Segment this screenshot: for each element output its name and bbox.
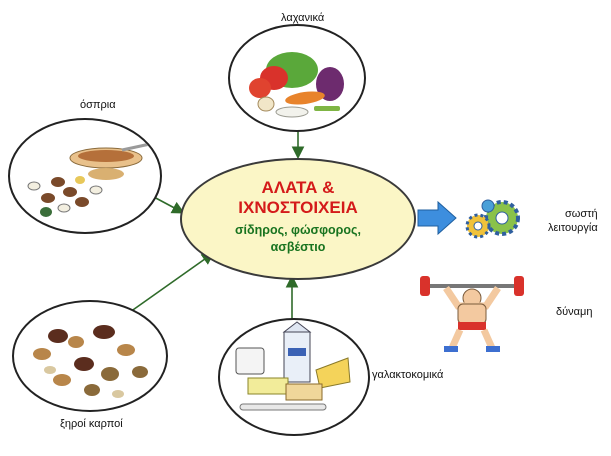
label-nuts: ξηροί καρποί [60, 418, 123, 430]
dairy-circle [218, 318, 370, 436]
dairy-illustration [235, 321, 351, 411]
vegetables-illustration [249, 52, 344, 118]
arrow-nuts [129, 252, 215, 313]
arrow-legumes [151, 195, 185, 214]
label-function-line2: λειτουργία [548, 222, 598, 234]
legumes-circle [8, 118, 162, 234]
label-vegetables: λαχανικά [281, 12, 325, 24]
center-title-line2: ΙΧΝΟΣΤΟΙΧΕΙΑ [238, 198, 358, 217]
label-strength: δύναμη [556, 306, 593, 318]
center-subtitle-line2: ασβέστιο [270, 240, 326, 254]
label-function-line1: σωστή [565, 208, 598, 220]
vegetables-circle [228, 24, 366, 132]
center-subtitle-line1: σίδηρος, φώσφορος, [234, 223, 362, 237]
label-legumes: όσπρια [80, 99, 116, 111]
central-node: ΑΛΑΤΑ & ΙΧΝΟΣΤΟΙΧΕΙΑ σίδηρος, φώσφορος, … [180, 158, 416, 280]
legumes-illustration [27, 142, 151, 217]
blue-arrow-icon [417, 200, 457, 236]
label-dairy: γαλακτοκομικά [372, 369, 444, 381]
nuts-illustration [33, 325, 148, 398]
weightlifter-icon [420, 276, 524, 352]
center-title-line1: ΑΛΑΤΑ & [261, 178, 335, 197]
nuts-circle [12, 300, 168, 412]
gears-icon [465, 199, 520, 239]
